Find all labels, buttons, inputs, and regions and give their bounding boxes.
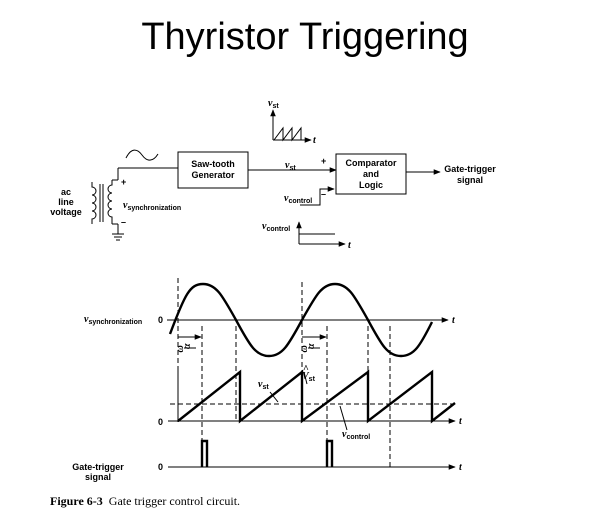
- page-title: Thyristor Triggering: [141, 16, 469, 58]
- sync-zero-label: 0: [158, 315, 163, 325]
- transformer-symbol: [91, 167, 178, 241]
- gate-output-label-2: signal: [457, 175, 483, 185]
- gate-zero-label: 0: [158, 462, 163, 472]
- sync-minus-sign: –: [121, 217, 126, 227]
- alpha-over-omega-2: αω: [299, 343, 317, 352]
- sync-t-label: t: [452, 315, 456, 326]
- inset-control-plot: vcontrol t: [262, 221, 352, 251]
- sawtooth-label-1: Saw-tooth: [191, 159, 235, 169]
- inset-vcontrol-label: vcontrol: [262, 221, 290, 233]
- gate-trigger-label-2: signal: [85, 472, 111, 482]
- vst-pointer: [269, 391, 279, 403]
- inset-sawtooth-plot: vst t: [268, 98, 317, 146]
- comparator-label-1: Comparator: [345, 158, 397, 168]
- vcontrol-line-label: vcontrol: [284, 193, 312, 205]
- vst-line-label: vst: [285, 160, 296, 172]
- inset-t-label-1: t: [313, 135, 317, 146]
- sawtooth-t-label: t: [459, 416, 463, 427]
- vcontrol-wave-label: vcontrol: [342, 429, 370, 441]
- vst-wave-label: vst: [258, 379, 269, 391]
- sync-plus-sign: +: [121, 177, 126, 187]
- inset-vst-label: vst: [268, 98, 279, 110]
- sawtooth-wave: [177, 369, 456, 424]
- sync-sine-icon: [125, 149, 159, 161]
- ac-line-label-1: ac: [61, 187, 71, 197]
- vcontrol-pointer: [339, 405, 348, 431]
- vhat-hat: ^: [303, 364, 309, 375]
- sawtooth-zero-label: 0: [158, 417, 163, 427]
- block-diagram: ac line voltage + – vsynchronization Saw…: [50, 98, 496, 251]
- gate-pulse-2: [325, 439, 334, 467]
- alpha-marker-2: αω: [299, 334, 327, 353]
- comparator-minus-sign: –: [321, 189, 326, 199]
- alpha-over-omega-1: αω: [175, 343, 193, 352]
- v-sync-label: vsynchronization: [123, 200, 181, 212]
- vcontrol-signal-line: [300, 186, 335, 206]
- alpha-marker-1: αω: [175, 334, 202, 353]
- comparator-plus-sign: +: [321, 156, 326, 166]
- ac-line-label-2: line: [58, 197, 74, 207]
- sawtooth-label-2: Generator: [191, 170, 235, 180]
- gate-output-label-1: Gate-trigger: [444, 164, 496, 174]
- ac-line-label-3: voltage: [50, 207, 82, 217]
- gate-pulse-1: [200, 439, 209, 467]
- vhat-pointer: [303, 371, 308, 385]
- vhat-st-label: Vst: [302, 371, 316, 383]
- waveform-plots: vsynchronization 0 t αω αω 0 t vst: [72, 278, 463, 482]
- gate-trigger-label-1: Gate-trigger: [72, 462, 124, 472]
- waveform-vsync-label: vsynchronization: [84, 314, 142, 326]
- gate-t-label: t: [459, 462, 463, 473]
- comparator-logic-block: [335, 153, 407, 195]
- comparator-label-2: and: [363, 169, 379, 179]
- comparator-label-3: Logic: [359, 180, 383, 190]
- inset-t-label-2: t: [348, 240, 352, 251]
